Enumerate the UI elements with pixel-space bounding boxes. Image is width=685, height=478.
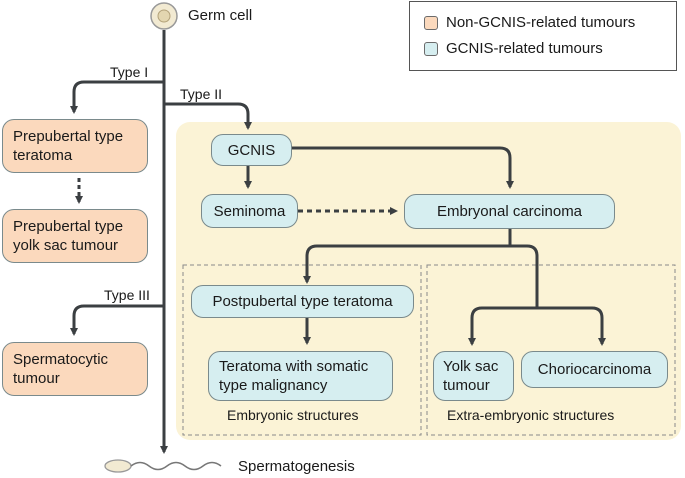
spermatogenesis-label: Spermatogenesis: [238, 458, 355, 475]
spermatocytic-label: Spermatocytic tumour: [13, 351, 109, 387]
prepubertal-teratoma-label: Prepubertal type teratoma: [13, 128, 124, 164]
to-choriocarcinoma-arrow: [537, 306, 606, 346]
postpubertal-teratoma-label: Postpubertal type teratoma: [212, 293, 393, 310]
to-extra-embryonic-line: [510, 244, 539, 308]
to-postpubertal-arrow: [303, 244, 510, 284]
seminoma-label: Seminoma: [213, 202, 286, 220]
teratoma-somatic-label: Teratoma with somatic type malignancy: [219, 358, 369, 394]
teratoma-somatic-box: Teratoma with somatic type malignancy: [208, 351, 393, 401]
to-yolk-sac-arrow: [468, 306, 537, 346]
spermatocytic-box: Spermatocytic tumour: [2, 342, 148, 396]
legend: Non-GCNIS-related tumours GCNIS-related …: [409, 1, 677, 71]
type-ii-label: Type II: [180, 86, 223, 102]
sperm-icon: [104, 459, 222, 473]
type-i-label: Type I: [110, 64, 149, 80]
type-i-arrow: [70, 80, 164, 114]
embryonic-structures-label: Embryonic structures: [227, 407, 359, 423]
legend-item-gcnis: GCNIS-related tumours: [424, 40, 603, 57]
prepubertal-yolk-sac-box: Prepubertal type yolk sac tumour: [2, 209, 148, 263]
type-ii-arrow: [164, 102, 252, 130]
gcnis-box: GCNIS: [211, 134, 292, 166]
extra-embryonic-structures-label: Extra-embryonic structures: [447, 407, 615, 423]
yolk-sac-label: Yolk sac tumour: [443, 358, 499, 394]
legend-label-gcnis: GCNIS-related tumours: [446, 40, 603, 57]
embryonic-group-box: [182, 264, 422, 436]
legend-swatch-non-gcnis: [424, 15, 438, 30]
embryonal-carcinoma-label: Embryonal carcinoma: [436, 203, 583, 220]
extra-embryonic-group-box: [426, 264, 676, 436]
germ-cell-icon: [150, 2, 178, 30]
prepubertal-teratoma-box: Prepubertal type teratoma: [2, 119, 148, 173]
prepubertal-yolk-sac-label: Prepubertal type yolk sac tumour: [13, 218, 124, 254]
yolk-sac-box: Yolk sac tumour: [433, 351, 514, 401]
embryonal-carcinoma-box: Embryonal carcinoma: [404, 194, 615, 229]
seminoma-box: Seminoma: [201, 194, 298, 228]
choriocarcinoma-box: Choriocarcinoma: [521, 351, 668, 388]
legend-item-non-gcnis: Non-GCNIS-related tumours: [424, 14, 635, 31]
gcnis-to-embryonal-arrow: [292, 146, 514, 189]
postpubertal-teratoma-box: Postpubertal type teratoma: [191, 285, 414, 318]
legend-swatch-gcnis: [424, 41, 438, 56]
germ-cell-label: Germ cell: [188, 7, 253, 24]
gcnis-label: GCNIS: [227, 141, 276, 159]
choriocarcinoma-label: Choriocarcinoma: [537, 361, 652, 378]
type-iii-arrow: [70, 304, 164, 336]
type-iii-label: Type III: [104, 287, 150, 303]
legend-label-non-gcnis: Non-GCNIS-related tumours: [446, 14, 636, 31]
